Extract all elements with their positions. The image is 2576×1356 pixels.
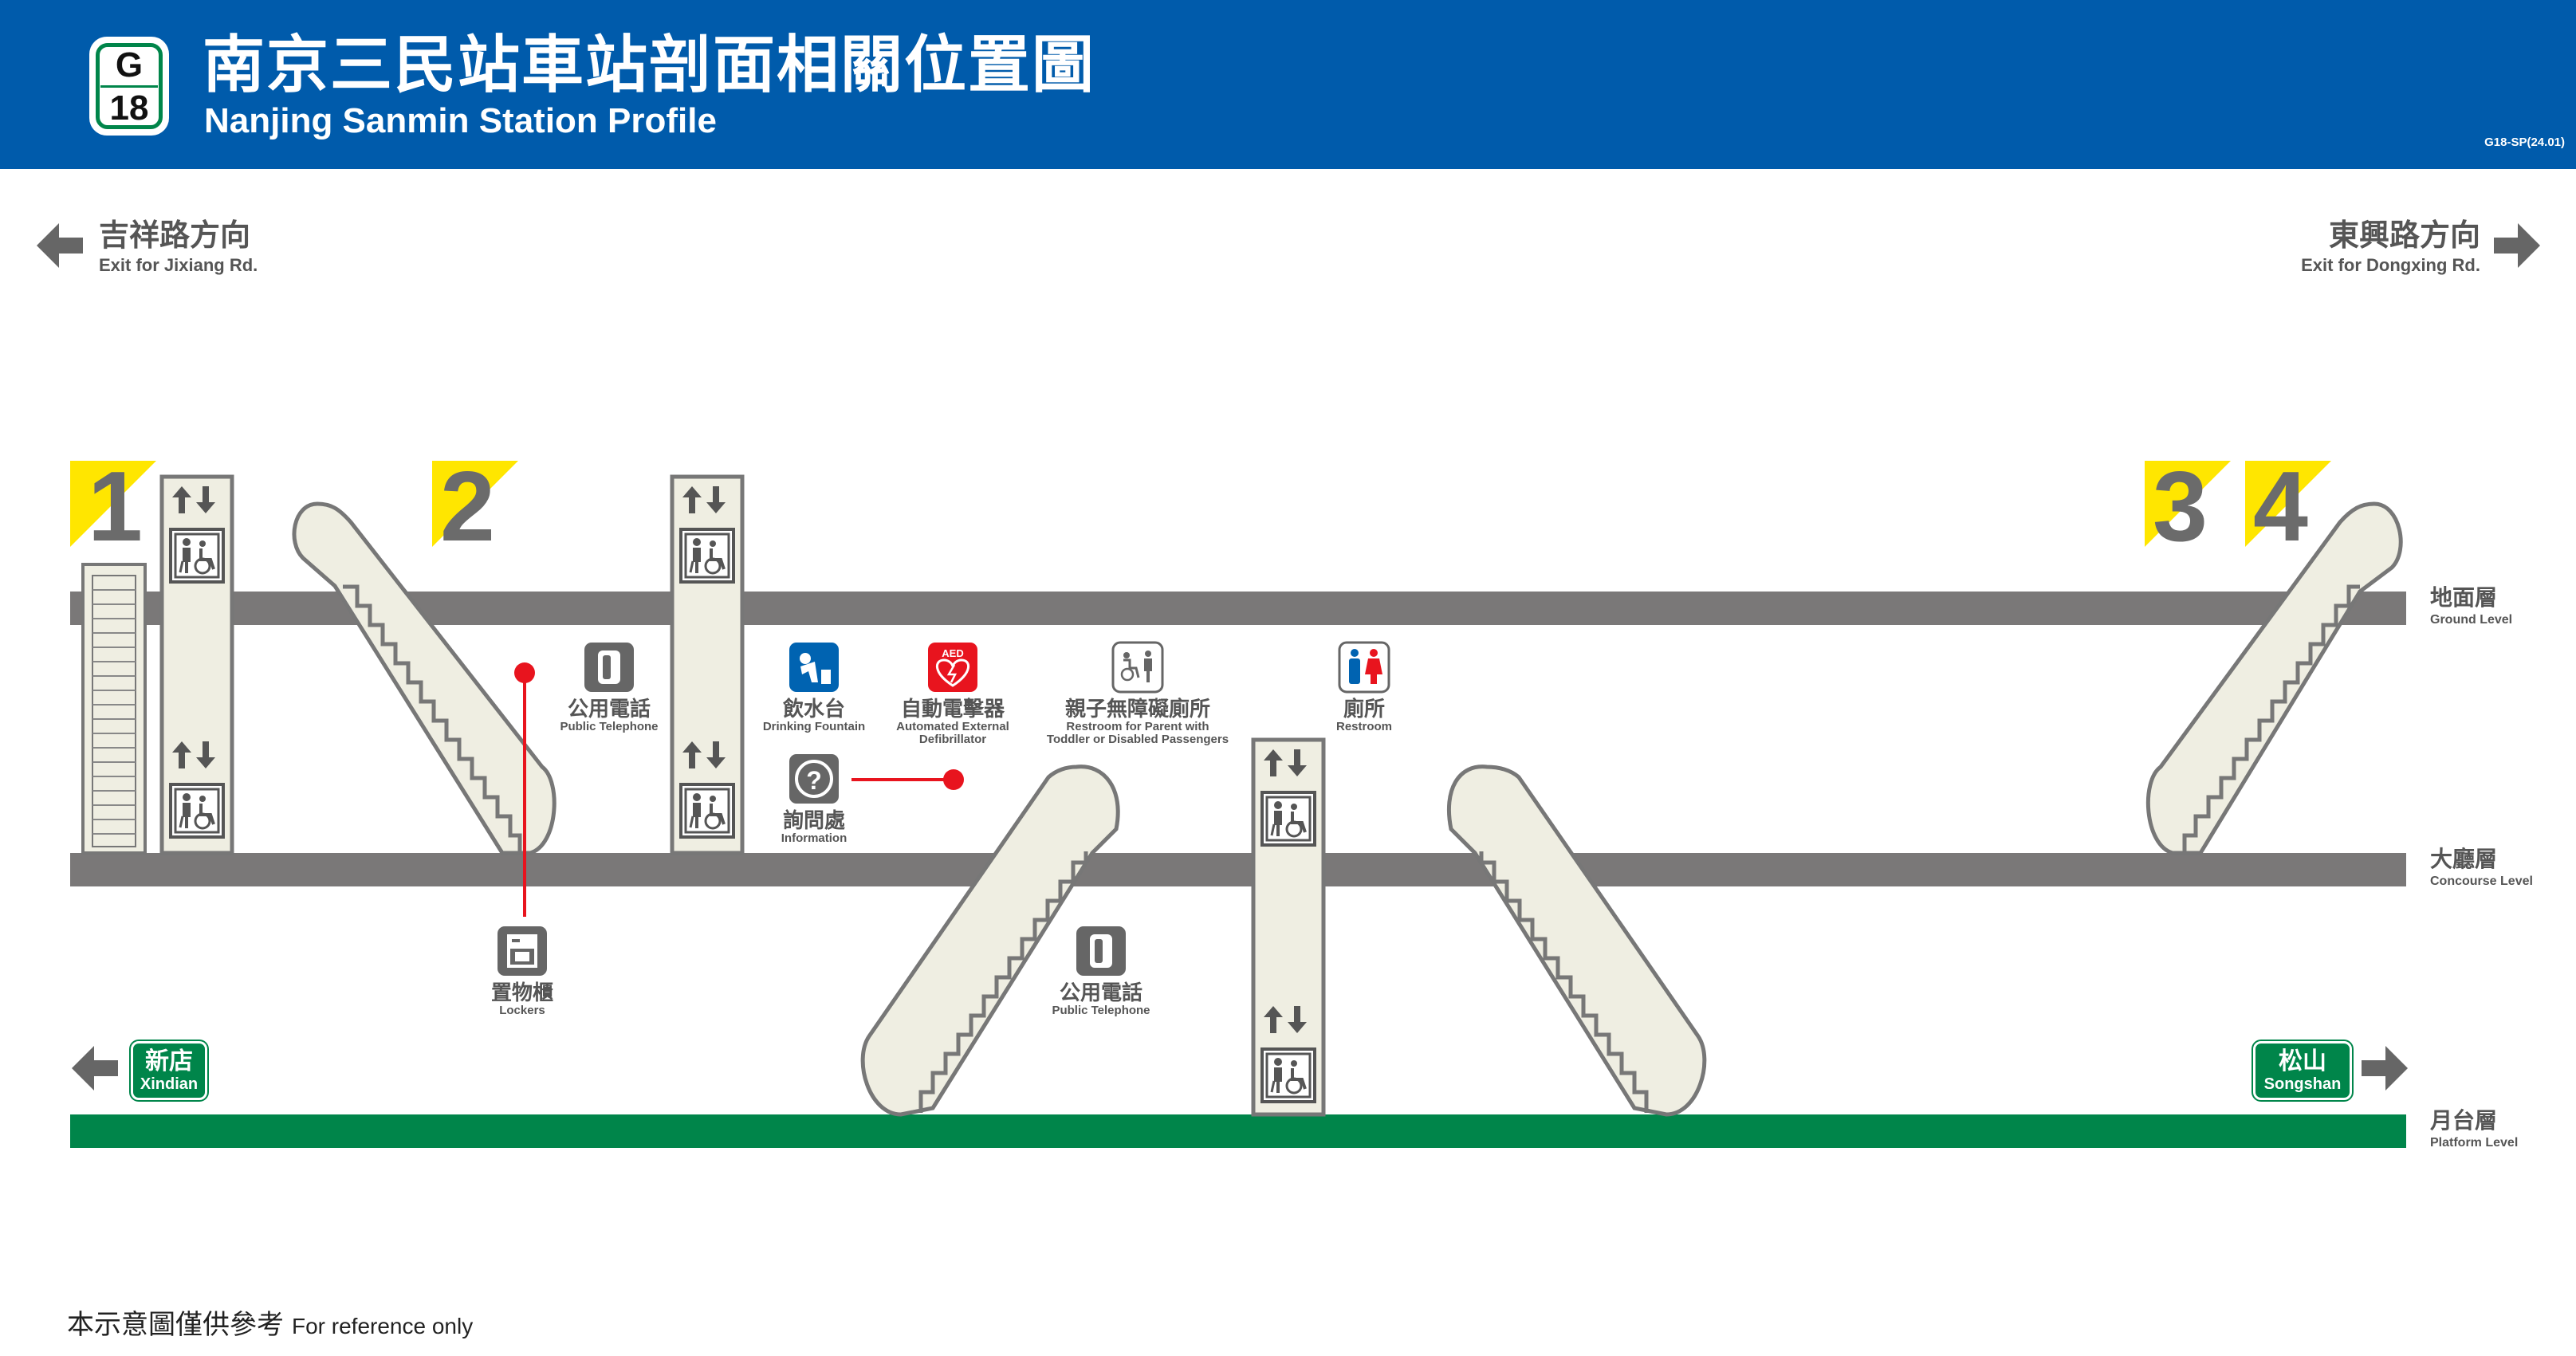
locker-icon [498, 926, 547, 976]
aed-label: 自動電擊器 Automated External Defibrillator [873, 697, 1032, 746]
concourse-level-label-en: Concourse Level [2430, 875, 2533, 888]
ground-level-slab [70, 592, 2406, 625]
songshan-label-en: Songshan [2263, 1075, 2342, 1093]
disclaimer-en: For reference only [292, 1314, 474, 1338]
exit-4-number: 4 [2253, 452, 2308, 562]
songshan-label-zh: 松山 [2279, 1048, 2326, 1075]
aed-label-zh: 自動電擊器 [900, 697, 1005, 721]
escalator-exit-3-4 [2145, 501, 2403, 855]
restroom-label-zh: 廁所 [1343, 697, 1385, 721]
family-restroom-label: 親子無障礙廁所 Restroom for Parent with Toddler… [1018, 697, 1257, 746]
arrow-right-icon [2494, 223, 2540, 268]
information-label-en: Information [781, 831, 848, 845]
exit-1-number: 1 [88, 452, 143, 562]
exit-1-stair [81, 563, 147, 855]
exit-2-number: 2 [440, 452, 495, 562]
page-subtitle: Nanjing Sanmin Station Profile [204, 101, 717, 140]
drinking-label-zh: 飲水台 [782, 697, 845, 721]
lockers-label-en: Lockers [499, 1004, 545, 1017]
badge-divider [100, 85, 158, 88]
lockers-label: 置物櫃 Lockers [442, 981, 602, 1017]
family-restroom-label-en-1: Restroom for Parent with [1066, 720, 1209, 733]
family-restroom-icon [1111, 641, 1164, 694]
document-code: G18-SP(24.01) [2484, 136, 2565, 149]
platform-direction-songshan: 松山 Songshan [2253, 1041, 2352, 1100]
aed-label-en-2: Defibrillator [918, 733, 987, 746]
platform-level-label: 月台層 [2430, 1108, 2498, 1133]
direction-left-en: Exit for Jixiang Rd. [99, 255, 258, 275]
ground-level-label: 地面層 [2430, 585, 2498, 610]
exit-3-number: 3 [2153, 452, 2208, 562]
aed-label-en-1: Automated External [896, 720, 1009, 733]
svg-text:?: ? [806, 766, 822, 795]
drinking-label-en: Drinking Fountain [762, 720, 866, 733]
lockers-label-zh: 置物櫃 [490, 981, 553, 1004]
telephone-icon-2 [1076, 926, 1126, 976]
elevator-shaft-b [670, 474, 745, 855]
telephone-label-en: Public Telephone [560, 720, 659, 733]
header-bar [0, 0, 2576, 169]
platform-direction-xindian: 新店 Xindian [131, 1041, 207, 1100]
drinking-fountain-icon [789, 643, 839, 692]
disclaimer: 本示意圖僅供參考 For reference only [67, 1303, 473, 1342]
telephone-label-zh: 公用電話 [567, 697, 651, 721]
exit-1-marker [70, 461, 156, 547]
locker-marker-dot [514, 662, 535, 683]
family-restroom-label-en-2: Toddler or Disabled Passengers [1046, 733, 1229, 746]
platform-arrow-left-icon [72, 1046, 118, 1091]
ground-level-label-en: Ground Level [2430, 613, 2513, 627]
badge-station-number: 18 [109, 88, 149, 128]
direction-right-en: Exit for Dongxing Rd. [2301, 255, 2480, 275]
elevator-shaft-a [159, 474, 234, 855]
platform-level-slab [70, 1114, 2406, 1148]
concourse-level-slab [70, 853, 2406, 886]
exit-2-marker [432, 461, 518, 547]
station-badge: G 18 [89, 37, 169, 136]
exit-3-marker [2145, 461, 2231, 547]
info-marker-dot [943, 769, 964, 790]
escalator-concourse-platform-1 [860, 764, 1120, 1117]
drinking-fountain-label: 飲水台 Drinking Fountain [734, 697, 894, 733]
direction-right-zh: 東興路方向 [2328, 219, 2480, 253]
elevator-shaft-c [1251, 737, 1326, 1117]
escalator-exit-2 [292, 501, 556, 855]
page-title: 南京三民站車站剖面相關位置圖 [203, 29, 1096, 100]
disclaimer-zh: 本示意圖僅供參考 [67, 1310, 284, 1340]
information-label: 詢問處 Information [734, 808, 894, 845]
restroom-label: 廁所 Restroom [1284, 697, 1444, 733]
telephone2-label-en: Public Telephone [1052, 1004, 1150, 1017]
restroom-icon [1338, 641, 1390, 694]
restroom-label-en: Restroom [1335, 720, 1392, 733]
xindian-label-en: Xindian [140, 1075, 199, 1093]
exit-4-marker [2245, 461, 2331, 547]
information-icon: ? [789, 754, 839, 804]
platform-arrow-right-icon [2362, 1046, 2408, 1091]
badge-border [96, 43, 163, 129]
information-label-zh: 詢問處 [782, 808, 845, 832]
aed-icon: AED [928, 643, 977, 692]
xindian-label-zh: 新店 [145, 1048, 193, 1075]
escalator-concourse-platform-2 [1446, 764, 1707, 1117]
telephone2-label-zh: 公用電話 [1059, 981, 1142, 1004]
telephone-icon [584, 643, 634, 692]
telephone-label: 公用電話 Public Telephone [529, 697, 689, 733]
telephone-label-2: 公用電話 Public Telephone [1021, 981, 1181, 1017]
arrow-left-icon [37, 223, 83, 268]
family-restroom-label-zh: 親子無障礙廁所 [1064, 697, 1210, 721]
platform-level-label-en: Platform Level [2430, 1136, 2519, 1150]
concourse-level-label: 大廳層 [2430, 847, 2498, 871]
badge-line-code: G [115, 45, 144, 85]
aed-icon-label: AED [942, 647, 963, 659]
direction-left-zh: 吉祥路方向 [99, 219, 251, 253]
